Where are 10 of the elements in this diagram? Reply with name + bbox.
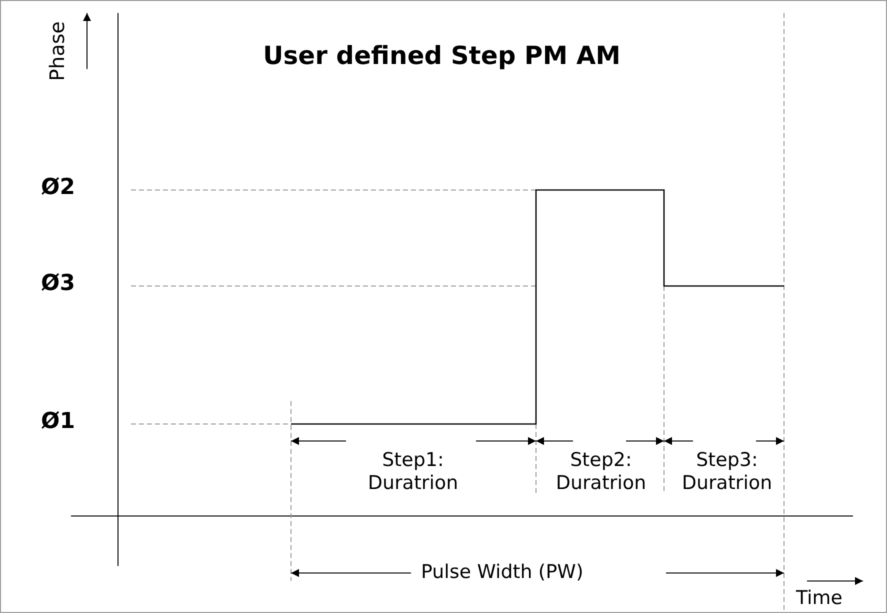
step-label: Step1: Duratrion <box>366 449 460 495</box>
chart-title: User defined Step PM AM <box>263 41 621 70</box>
level-label: Ø1 <box>41 409 76 434</box>
level-label: Ø3 <box>41 271 76 296</box>
axis-label: Time <box>796 587 842 609</box>
dimension-label: Pulse Width (PW) <box>421 561 584 583</box>
axis-label: Phase <box>45 21 69 81</box>
step-label: Step2: Duratrion <box>554 449 648 495</box>
level-label: Ø2 <box>41 175 76 200</box>
step-label: Step3: Duratrion <box>680 449 774 495</box>
